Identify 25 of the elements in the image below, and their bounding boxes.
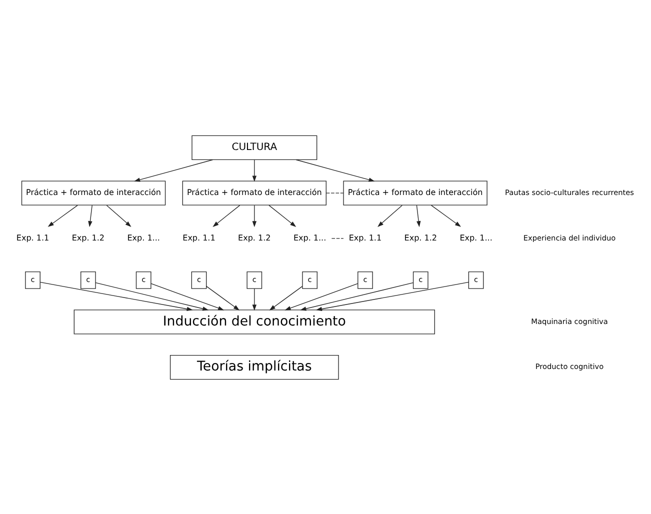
arrow: [40, 281, 193, 311]
arrow: [48, 204, 78, 226]
connector: [326, 192, 344, 193]
arrow: [134, 158, 214, 182]
arrow: [88, 204, 92, 227]
arrow: [284, 282, 358, 310]
arrow: [268, 204, 296, 226]
node-box: Inducción del conocimiento: [74, 309, 435, 334]
arrow: [150, 282, 224, 310]
arrow: [212, 204, 240, 226]
arrow: [106, 204, 132, 226]
arrow: [252, 204, 257, 227]
arrow: [206, 285, 240, 310]
arrow: [252, 159, 257, 182]
node-box: CULTURA: [192, 134, 318, 160]
arrow: [430, 204, 461, 226]
node-box: Teorías implícitas: [170, 354, 339, 380]
arrow: [296, 158, 375, 182]
arrow: [95, 282, 209, 310]
arrow: [378, 204, 402, 226]
arrow: [416, 204, 421, 227]
arrow: [300, 282, 414, 310]
arrow: [269, 285, 303, 310]
arrow: [252, 288, 257, 310]
arrow: [316, 281, 469, 311]
